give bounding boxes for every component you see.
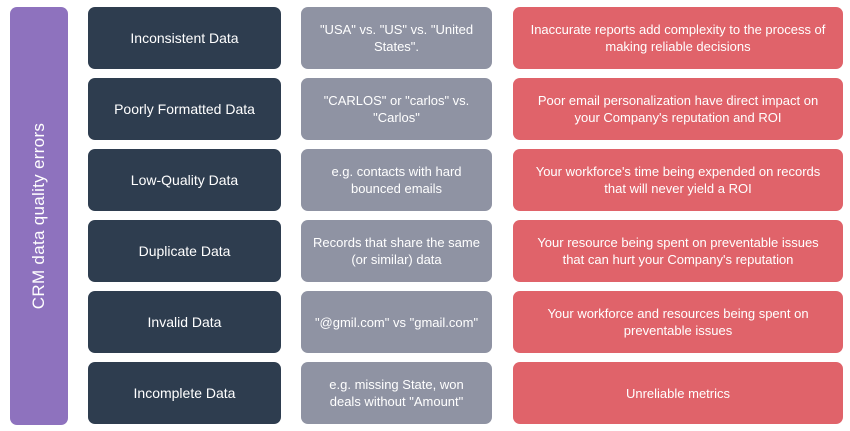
example-box: Records that share the same (or similar)…: [301, 220, 492, 282]
error-type-box: Low-Quality Data: [88, 149, 281, 211]
impact-box: Poor email personalization have direct i…: [513, 78, 843, 140]
impact-box: Your workforce and resources being spent…: [513, 291, 843, 353]
example-box: e.g. contacts with hard bounced emails: [301, 149, 492, 211]
example-box: "@gmil.com" vs "gmail.com": [301, 291, 492, 353]
error-row: Inconsistent Data "USA" vs. "US" vs. "Un…: [0, 7, 850, 69]
error-row: Incomplete Data e.g. missing State, won …: [0, 362, 850, 424]
example-box: "CARLOS" or "carlos" vs. "Carlos": [301, 78, 492, 140]
error-type-box: Invalid Data: [88, 291, 281, 353]
error-type-box: Duplicate Data: [88, 220, 281, 282]
side-bar: CRM data quality errors: [10, 7, 68, 425]
impact-box: Your workforce's time being expended on …: [513, 149, 843, 211]
impact-box: Inaccurate reports add complexity to the…: [513, 7, 843, 69]
error-row: Invalid Data "@gmil.com" vs "gmail.com" …: [0, 291, 850, 353]
error-type-box: Poorly Formatted Data: [88, 78, 281, 140]
error-type-box: Incomplete Data: [88, 362, 281, 424]
impact-box: Unreliable metrics: [513, 362, 843, 424]
error-row: Poorly Formatted Data "CARLOS" or "carlo…: [0, 78, 850, 140]
impact-box: Your resource being spent on preventable…: [513, 220, 843, 282]
error-row: Low-Quality Data e.g. contacts with hard…: [0, 149, 850, 211]
example-box: "USA" vs. "US" vs. "United States".: [301, 7, 492, 69]
error-type-box: Inconsistent Data: [88, 7, 281, 69]
example-box: e.g. missing State, won deals without "A…: [301, 362, 492, 424]
error-row: Duplicate Data Records that share the sa…: [0, 220, 850, 282]
